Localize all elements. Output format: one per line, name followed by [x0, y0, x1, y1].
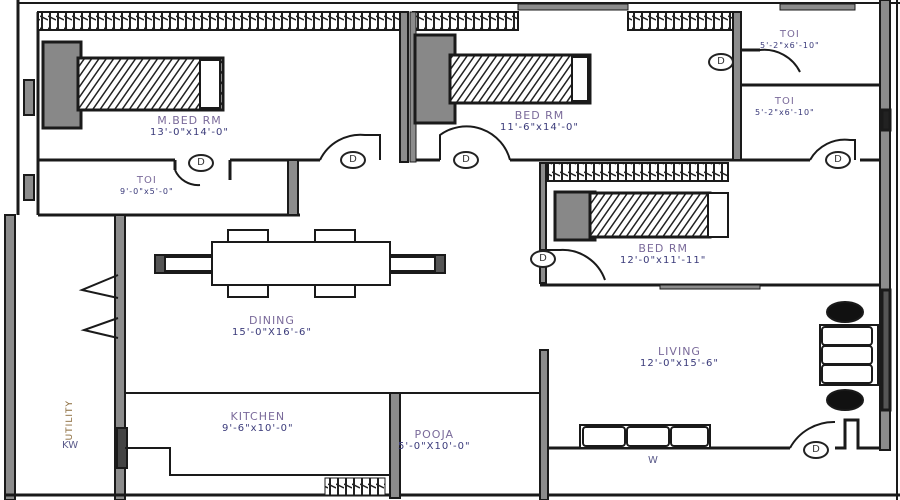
room-label-bedroom-2: BED RM 11'-6"x14'-0" [500, 110, 579, 133]
room-label-toilet-1: TOI 5'-2"x6'-10" [760, 30, 820, 50]
door-tag-main-entrance: D [803, 441, 829, 459]
room-name: BED RM [638, 242, 688, 255]
living-sofa-side [819, 301, 879, 411]
room-dimension: 5'-2"x6'-10" [755, 108, 815, 117]
door-tag-master-toilet: D [188, 154, 214, 172]
utility-vents [78, 274, 119, 339]
door-tag-master-bedroom: D [340, 151, 366, 169]
walls [4, 0, 900, 500]
room-name: TOI [136, 175, 157, 186]
room-name: TOI [779, 29, 800, 40]
room-dimension: 11'-6"x14'-0" [500, 122, 580, 133]
room-label-pooja: POOJA 5'-0"X10'-0" [398, 429, 471, 452]
room-name: M.BED RM [157, 114, 222, 127]
room-name: DINING [249, 314, 295, 327]
room-dimension: 15'-0"X16'-6" [232, 327, 312, 338]
master-bed [41, 40, 225, 130]
door-tag-toilet-2: D [825, 151, 851, 169]
room-dimension: 5'-2"x6'-10" [760, 41, 820, 50]
room-dimension: 5'-0"X10'-0" [398, 441, 471, 452]
room-label-master-bedroom: M.BED RM 13'-0"x14'-0" [150, 115, 229, 138]
door-swings [174, 48, 856, 449]
room-dimension: 12'-0"x15'-6" [640, 358, 720, 369]
room-name: LIVING [658, 345, 701, 358]
dining-table [154, 229, 446, 298]
room-name: TOI [774, 96, 795, 107]
room-label-bedroom-3: BED RM 12'-0"x11'-11" [620, 243, 706, 266]
room-name: POOJA [414, 428, 455, 441]
utility-label: UTILITY [65, 400, 75, 441]
room-label-toilet-2: TOI 5'-2"x6'-10" [755, 97, 815, 117]
bed-2 [413, 33, 592, 125]
room-label-kitchen: KITCHEN 9'-6"x10'-0" [222, 411, 294, 434]
room-dimension: 9'-0"x5'-0" [120, 187, 174, 196]
living-sofa-bottom [579, 424, 711, 449]
room-name: KITCHEN [230, 410, 286, 423]
room-label-master-toilet: TOI 9'-0"x5'-0" [120, 176, 174, 196]
room-dimension: 12'-0"x11'-11" [620, 255, 707, 266]
door-tag-bedroom-2: D [453, 151, 479, 169]
door-tag-toilet-1: D [708, 53, 734, 71]
room-name: BED RM [514, 109, 565, 122]
kw-label: KW [62, 440, 79, 451]
room-dimension: 9'-6"x10'-0" [222, 423, 294, 434]
bed-3 [553, 190, 729, 242]
door-tag-bedroom-3: D [530, 250, 556, 268]
window-label: W [648, 455, 658, 466]
room-label-dining: DINING 15'-0"X16'-6" [232, 315, 312, 338]
room-dimension: 13'-0"x14'-0" [150, 127, 230, 138]
room-label-living: LIVING 12'-0"x15'-6" [640, 346, 719, 369]
